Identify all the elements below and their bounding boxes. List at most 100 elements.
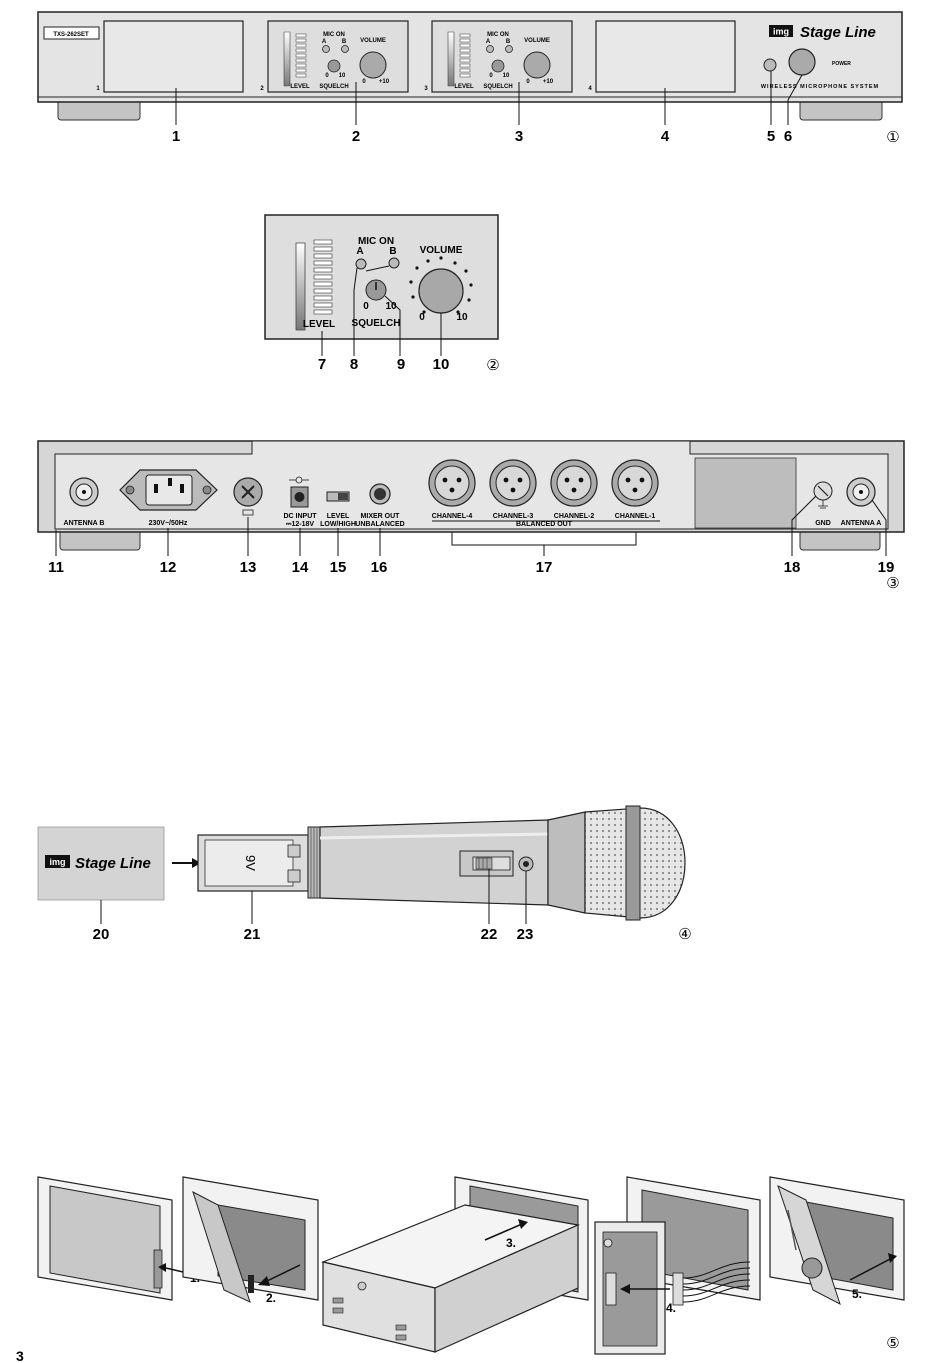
channel-4-label: CHANNEL-4 xyxy=(432,513,473,520)
mic-on-label: MIC ON xyxy=(358,236,394,247)
arrow-icon xyxy=(484,1223,523,1241)
squelch-min: 0 xyxy=(363,301,369,312)
step-4-connect-cable: 4. xyxy=(594,1176,761,1355)
cable-plug xyxy=(672,1272,684,1306)
volume-min: 0 xyxy=(526,79,530,85)
xlr-output-channel-1[interactable] xyxy=(611,459,659,507)
callout-1: 1 xyxy=(172,128,180,145)
grille-band xyxy=(625,805,641,921)
img-logo-text: img xyxy=(49,857,65,867)
callout-12: 12 xyxy=(160,559,177,576)
callout-20: 20 xyxy=(93,926,110,943)
step-5-label: 5. xyxy=(852,1287,862,1301)
xlr-output-channel-2[interactable] xyxy=(550,459,598,507)
slot-1-cover xyxy=(103,20,244,93)
antenna-b-label: ANTENNA B xyxy=(64,520,105,527)
callout-15: 15 xyxy=(330,559,347,576)
power-led xyxy=(763,58,777,72)
mixer-out-label: MIXER OUT xyxy=(361,513,401,520)
channel-3-label: CHANNEL-3 xyxy=(493,513,534,520)
level-meter xyxy=(295,242,306,331)
volume-knob[interactable] xyxy=(523,51,551,79)
right-foot xyxy=(799,529,881,551)
squelch-label: SQUELCH xyxy=(319,84,348,90)
level-bars-detail xyxy=(313,239,333,315)
callout-9: 9 xyxy=(397,356,405,373)
callout-4: 4 xyxy=(661,128,670,145)
mic-a-led xyxy=(355,258,367,270)
step-4-label: 4. xyxy=(666,1301,676,1315)
squelch-min: 0 xyxy=(489,73,493,79)
callout-2: 2 xyxy=(352,128,360,145)
system-label: WIRELESS MICROPHONE SYSTEM xyxy=(761,84,879,90)
microphone-body xyxy=(319,819,549,906)
xlr-output-channel-4[interactable] xyxy=(428,459,476,507)
volume-min: 0 xyxy=(362,79,366,85)
callout-11: 11 xyxy=(48,559,64,576)
mic-a-label: A xyxy=(356,246,363,257)
channel-1-label: CHANNEL-1 xyxy=(615,513,656,520)
figure-2-receiver-module-detail: LEVEL MIC ON A B 0 10 SQUELCH VOLUME 0 1… xyxy=(264,214,500,374)
volume-max: +10 xyxy=(379,79,390,85)
power-label: POWER xyxy=(832,61,851,67)
dc-input-label: DC INPUT xyxy=(283,513,317,520)
volume-max: 10 xyxy=(456,312,468,323)
slot-3-receiver-module: MIC ON A B 0 10 VOLUME 0 +10 LEVEL SQUEL… xyxy=(431,20,573,93)
ribbon-cable xyxy=(682,1261,751,1303)
callout-13: 13 xyxy=(240,559,257,576)
model-text: TXS-262SET xyxy=(53,32,89,38)
slot-4-cover xyxy=(595,20,736,93)
antenna-a-label: ANTENNA A xyxy=(841,520,882,527)
mic-b-label: B xyxy=(506,39,511,45)
figure-4-microphone: img Stage Line 9V xyxy=(37,805,692,943)
callout-10: 10 xyxy=(433,356,450,373)
volume-label: VOLUME xyxy=(420,245,463,256)
figure-3-number: ③ xyxy=(886,575,899,592)
mic-a-led xyxy=(322,45,330,53)
level-bars-2 xyxy=(295,33,307,78)
unbalanced-label: UNBALANCED xyxy=(355,521,404,528)
figure-4-number: ④ xyxy=(678,926,691,943)
step-3-label: 3. xyxy=(506,1236,516,1250)
arrow-icon xyxy=(264,1264,301,1283)
volume-knob[interactable] xyxy=(418,268,464,314)
power-button[interactable] xyxy=(788,48,816,76)
step-1-slot-cover: 1. xyxy=(37,1176,200,1301)
cover-tab xyxy=(153,1249,163,1289)
volume-knob[interactable] xyxy=(359,51,387,79)
step-2-label: 2. xyxy=(266,1291,276,1305)
squelch-knob[interactable] xyxy=(327,59,341,73)
callout-22: 22 xyxy=(481,926,498,943)
callout-14: 14 xyxy=(292,559,309,576)
figure-3-rear-panel: ANTENNA B 230V~/50Hz DC INPUT ⎓12-18V LE… xyxy=(37,440,905,592)
callout-16: 16 xyxy=(371,559,388,576)
slot-2-receiver-module: MIC ON A B 0 10 VOLUME 0 +10 LEVEL SQUEL… xyxy=(267,20,409,93)
squelch-knob[interactable] xyxy=(491,59,505,73)
callout-3: 3 xyxy=(515,128,523,145)
arrow-icon xyxy=(849,1257,893,1281)
arrow-icon xyxy=(165,1267,184,1273)
fuse-icon xyxy=(242,509,254,516)
level-label: LEVEL xyxy=(290,84,310,90)
mic-on-label: MIC ON xyxy=(487,32,509,38)
board-connector xyxy=(605,1272,617,1306)
page-number: 3 xyxy=(16,1348,24,1363)
squelch-min: 0 xyxy=(325,73,329,79)
img-logo xyxy=(45,855,70,868)
squelch-max: 10 xyxy=(503,73,510,79)
level-label: LEVEL xyxy=(303,319,335,330)
img-logo-text: img xyxy=(773,27,789,37)
figure-5-installation-steps: 1. 2. 3. xyxy=(37,1176,905,1355)
xlr-output-channel-3[interactable] xyxy=(489,459,537,507)
callout-21: 21 xyxy=(244,926,261,943)
volume-min: 0 xyxy=(419,312,425,323)
mic-a-led xyxy=(486,45,494,53)
callout-23: 23 xyxy=(517,926,534,943)
mains-label: 230V~/50Hz xyxy=(149,520,188,527)
figure-5-number: ⑤ xyxy=(886,1335,899,1352)
hinged-cover xyxy=(192,1190,251,1303)
callout-17: 17 xyxy=(536,559,553,576)
img-logo xyxy=(769,25,793,37)
level-bars-3 xyxy=(459,33,471,78)
